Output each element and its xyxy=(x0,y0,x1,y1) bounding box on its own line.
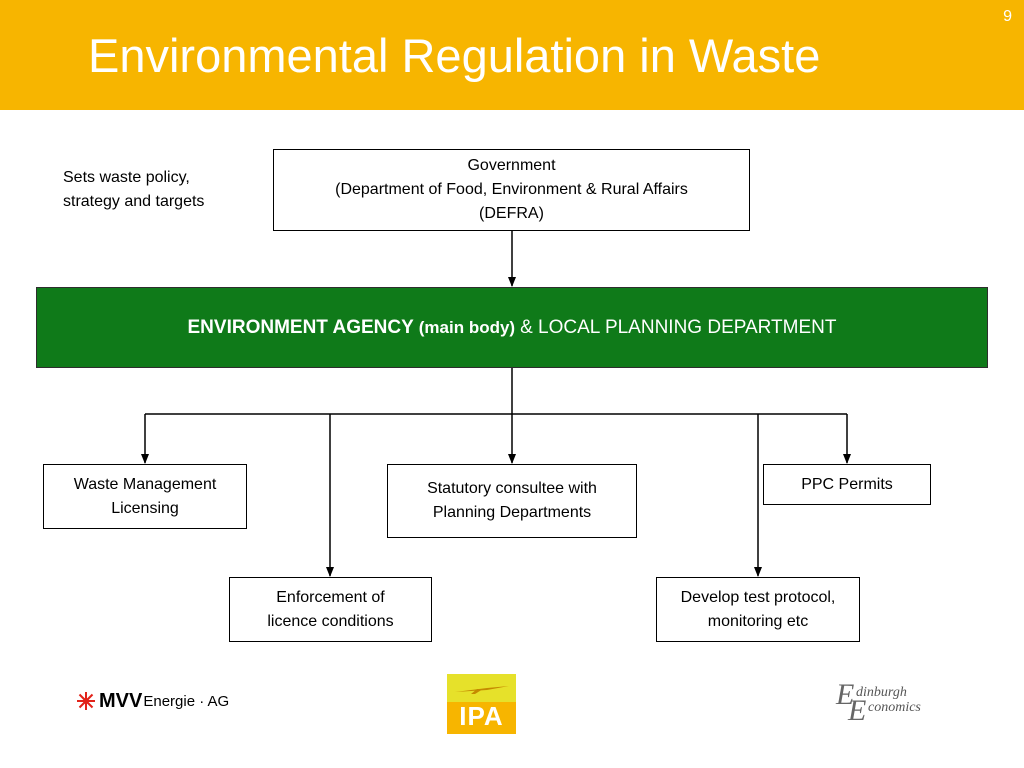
agency-sub-label: (main body) xyxy=(418,317,516,337)
mvv-logo: MVV Energie · AG xyxy=(76,688,229,714)
ee-letter-1: E xyxy=(836,678,855,711)
waste-licensing-line2: Licensing xyxy=(111,499,179,517)
government-line3: (DEFRA) xyxy=(479,205,544,222)
agency-rest-label: & LOCAL PLANNING DEPARTMENT xyxy=(520,316,837,338)
policy-note-line2: strategy and targets xyxy=(63,193,205,210)
waste-licensing-line1: Waste Management xyxy=(73,475,217,493)
statutory-line2: Planning Departments xyxy=(432,504,592,521)
enforcement-line1: Enforcement of xyxy=(276,588,385,606)
mvv-brand: MVV xyxy=(99,689,143,712)
policy-note-line1: Sets waste policy, xyxy=(63,169,190,186)
ipa-logo: IPA xyxy=(447,674,516,734)
government-line1: Government xyxy=(467,157,556,174)
statutory-line1: Statutory consultee with xyxy=(427,480,597,497)
government-box: Government (Department of Food, Environm… xyxy=(273,149,750,231)
government-line2: (Department of Food, Environment & Rural… xyxy=(335,181,688,198)
mvv-rest: Energie · AG xyxy=(143,692,230,710)
agency-main-label: ENVIRONMENT AGENCY xyxy=(187,316,414,338)
policy-note: Sets waste policy, strategy and targets xyxy=(63,166,204,214)
waste-licensing-box: Waste Management Licensing xyxy=(43,464,247,529)
ppc-permits-box: PPC Permits xyxy=(763,464,931,505)
slide-title: Environmental Regulation in Waste xyxy=(88,29,821,82)
ipa-plane-icon xyxy=(455,686,509,694)
header-banner: Environmental Regulation in Waste 9 xyxy=(0,0,1024,110)
enforcement-box: Enforcement of licence conditions xyxy=(229,577,432,642)
edinburgh-economics-logo: E dinburgh E conomics xyxy=(836,678,946,727)
sun-star-icon xyxy=(77,692,95,710)
page-number: 9 xyxy=(1003,8,1012,25)
ee-word-1: dinburgh xyxy=(856,685,907,700)
statutory-consultee-box: Statutory consultee with Planning Depart… xyxy=(387,464,637,538)
ipa-logo-band xyxy=(447,674,516,702)
develop-line1: Develop test protocol, xyxy=(680,588,836,606)
ee-word-2: conomics xyxy=(868,700,921,715)
ppc-line1: PPC Permits xyxy=(801,475,893,493)
ipa-logo-text: IPA xyxy=(459,701,504,731)
ee-letter-2: E xyxy=(848,694,867,727)
develop-line2: monitoring etc xyxy=(707,612,809,630)
develop-protocol-box: Develop test protocol, monitoring etc xyxy=(656,577,860,642)
enforcement-line2: licence conditions xyxy=(267,612,394,630)
environment-agency-box: ENVIRONMENT AGENCY (main body) & LOCAL P… xyxy=(36,287,988,368)
